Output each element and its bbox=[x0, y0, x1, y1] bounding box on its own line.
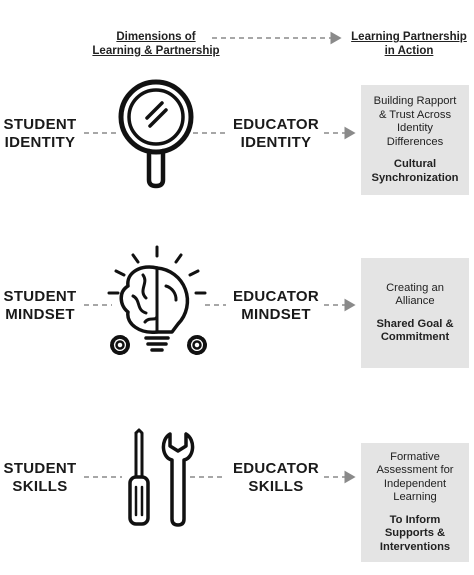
educator-mindset-label: EDUCATOR MINDSET bbox=[228, 288, 324, 324]
educator-mindset-line-2: MINDSET bbox=[241, 306, 311, 323]
educator-skills-label: EDUCATOR SKILLS bbox=[228, 460, 324, 496]
student-identity-line-1: STUDENT bbox=[3, 116, 77, 133]
skills-outcome-line-1: To Inform bbox=[389, 513, 441, 526]
mindset-action-line-1: Creating an bbox=[386, 281, 444, 294]
brain-lightbulb-icon bbox=[107, 245, 207, 355]
header-dimensions-line-2: Learning & Partnership bbox=[92, 45, 220, 57]
header-action-line-2: in Action bbox=[384, 45, 434, 57]
identity-outcome-text: Cultural Synchronization bbox=[371, 158, 458, 185]
skills-action-box: Formative Assessment for Independent Lea… bbox=[361, 443, 469, 562]
mindset-action-box: Creating an Alliance Shared Goal & Commi… bbox=[361, 258, 469, 368]
header-dimensions: Dimensions of Learning & Partnership bbox=[86, 30, 226, 58]
identity-action-line-3: Identity bbox=[396, 122, 434, 134]
header-dimensions-line-1: Dimensions of bbox=[116, 31, 196, 43]
student-mindset-line-1: STUDENT bbox=[3, 288, 77, 305]
student-mindset-label: STUDENT MINDSET bbox=[0, 288, 80, 324]
mindset-outcome-text: Shared Goal & Commitment bbox=[376, 318, 453, 345]
mindset-outcome-line-1: Shared Goal & bbox=[376, 317, 454, 330]
mindset-action-text: Creating an Alliance bbox=[386, 282, 444, 309]
educator-identity-line-1: EDUCATOR bbox=[232, 116, 319, 133]
identity-action-box: Building Rapport & Trust Across Identity… bbox=[361, 85, 469, 195]
identity-action-line-1: Building Rapport bbox=[373, 95, 457, 107]
mirror-icon bbox=[118, 79, 194, 189]
skills-action-line-3: Independent bbox=[383, 477, 447, 490]
skills-outcome-text: To Inform Supports & Interventions bbox=[380, 514, 450, 555]
identity-action-line-4: Differences bbox=[386, 135, 444, 148]
skills-outcome-line-2: Supports & bbox=[384, 527, 446, 540]
mindset-action-line-2: Alliance bbox=[395, 295, 435, 307]
student-identity-label: STUDENT IDENTITY bbox=[0, 116, 80, 152]
student-skills-line-1: STUDENT bbox=[3, 460, 77, 477]
identity-outcome-line-2: Synchronization bbox=[371, 171, 459, 184]
skills-outcome-line-3: Interventions bbox=[379, 540, 451, 553]
student-identity-line-2: IDENTITY bbox=[4, 134, 76, 151]
student-skills-line-2: SKILLS bbox=[12, 478, 68, 495]
skills-action-line-1: Formative bbox=[390, 450, 440, 463]
skills-action-line-4: Learning bbox=[393, 491, 437, 504]
header-partnership-in-action: Learning Partnership in Action bbox=[345, 30, 473, 58]
tools-icon bbox=[128, 428, 195, 527]
identity-action-line-2: & Trust Across bbox=[378, 108, 452, 121]
student-skills-label: STUDENT SKILLS bbox=[0, 460, 80, 496]
skills-action-text: Formative Assessment for Independent Lea… bbox=[376, 451, 453, 505]
header-action-line-1: Learning Partnership bbox=[351, 31, 467, 43]
student-mindset-line-2: MINDSET bbox=[5, 306, 75, 323]
educator-identity-line-2: IDENTITY bbox=[240, 134, 312, 151]
educator-identity-label: EDUCATOR IDENTITY bbox=[228, 116, 324, 152]
identity-action-text: Building Rapport & Trust Across Identity… bbox=[374, 95, 457, 149]
identity-outcome-line-1: Cultural bbox=[393, 158, 437, 170]
educator-mindset-line-1: EDUCATOR bbox=[232, 288, 319, 305]
educator-skills-line-2: SKILLS bbox=[248, 478, 304, 495]
mindset-outcome-line-2: Commitment bbox=[380, 331, 450, 343]
educator-skills-line-1: EDUCATOR bbox=[232, 460, 319, 477]
skills-action-line-2: Assessment for bbox=[376, 464, 454, 477]
